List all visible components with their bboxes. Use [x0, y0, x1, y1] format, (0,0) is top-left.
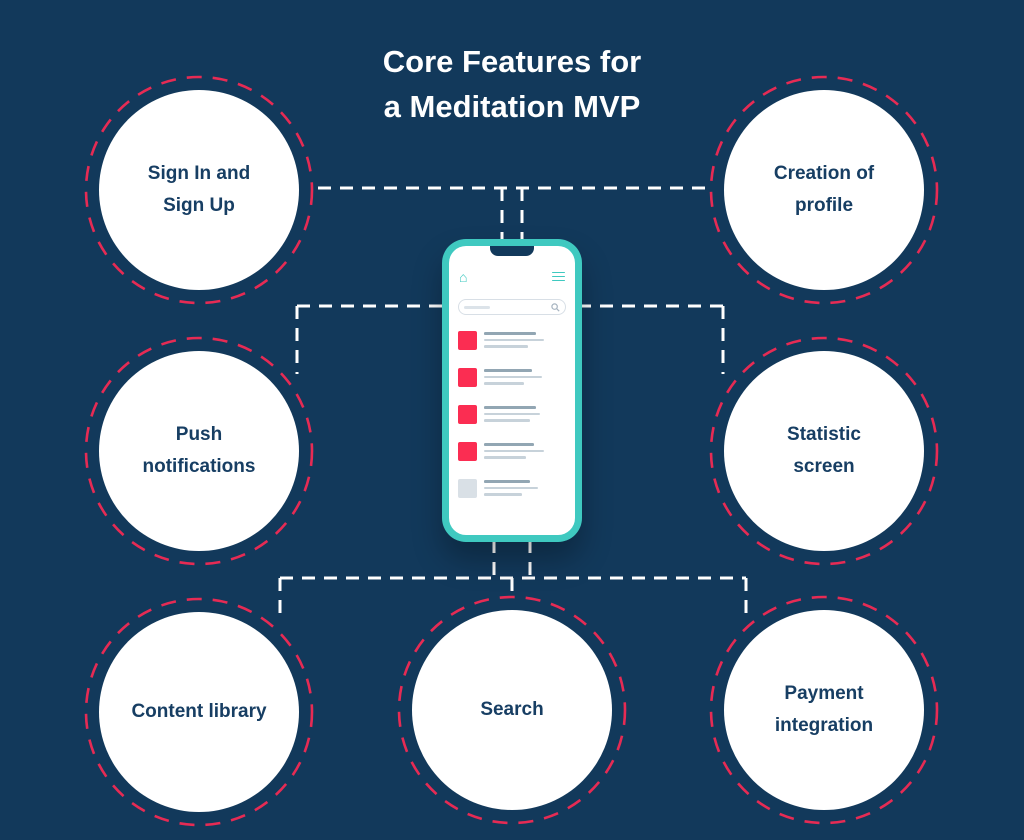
list-text-lines	[484, 368, 542, 387]
list-thumbnail	[458, 405, 477, 424]
dashed-ring-icon	[709, 336, 939, 566]
feature-bubble: Sign In and Sign Up	[99, 90, 299, 290]
feature-label: Payment integration	[774, 683, 874, 736]
feature-bubble: Creation of profile	[724, 90, 924, 290]
dashed-ring-icon	[84, 597, 314, 827]
search-placeholder-line	[464, 305, 490, 309]
dashed-ring-icon	[84, 336, 314, 566]
phone-search-bar	[458, 299, 566, 315]
feature-bubble: Content library	[99, 612, 299, 812]
phone-list-row	[458, 368, 566, 387]
phone-list-row	[458, 331, 566, 350]
list-text-lines	[484, 405, 540, 424]
dashed-ring-icon	[709, 595, 939, 825]
list-thumbnail	[458, 442, 477, 461]
list-text-lines	[484, 442, 544, 461]
feature-bubble: Push notifications	[99, 351, 299, 551]
page-title-line2: a Meditation MVP	[383, 88, 641, 124]
list-text-lines	[484, 331, 544, 350]
phone-notch	[490, 246, 534, 256]
page-title-line1: Core Features for	[382, 44, 642, 79]
menu-icon	[552, 271, 565, 282]
middle-connector	[295, 304, 725, 374]
home-icon: ⌂	[459, 268, 468, 285]
page-title: Core Features for a Meditation MVP	[383, 40, 641, 130]
feature-label: Statistic screen	[787, 424, 861, 477]
dashed-ring-icon	[709, 75, 939, 305]
list-thumbnail	[458, 479, 477, 498]
phone-list-row	[458, 442, 566, 461]
feature-node-creation-of-profile: Creation of profile	[708, 74, 940, 306]
phone-screen: ⌂	[449, 246, 575, 535]
list-thumbnail	[458, 331, 477, 350]
feature-node-statistic-screen: Statistic screen	[708, 335, 940, 567]
feature-node-payment-integration: Payment integration	[708, 594, 940, 826]
list-thumbnail	[458, 368, 477, 387]
feature-bubble: Payment integration	[724, 610, 924, 810]
bottom-connector	[278, 540, 748, 616]
list-text-lines	[484, 479, 538, 498]
feature-label: Content library	[131, 701, 267, 723]
feature-bubble: Statistic screen	[724, 351, 924, 551]
feature-label: Search	[480, 699, 544, 721]
top-connector	[318, 186, 706, 241]
phone-top-bar: ⌂	[459, 268, 565, 285]
phone-list	[458, 331, 566, 498]
feature-node-content-library: Content library	[83, 596, 315, 828]
dashed-ring-icon	[84, 75, 314, 305]
feature-label: Push notifications	[142, 424, 256, 477]
phone-list-row	[458, 405, 566, 424]
phone-list-row	[458, 479, 566, 498]
dashed-ring-icon	[397, 595, 627, 825]
phone-mockup: ⌂	[442, 239, 582, 542]
feature-node-search: Search	[396, 594, 628, 826]
search-icon	[551, 302, 560, 312]
feature-node-push-notifications: Push notifications	[83, 335, 315, 567]
feature-node-sign-in: Sign In and Sign Up	[83, 74, 315, 306]
feature-label: Creation of profile	[773, 163, 875, 216]
feature-bubble: Search	[412, 610, 612, 810]
feature-label: Sign In and Sign Up	[147, 163, 251, 216]
